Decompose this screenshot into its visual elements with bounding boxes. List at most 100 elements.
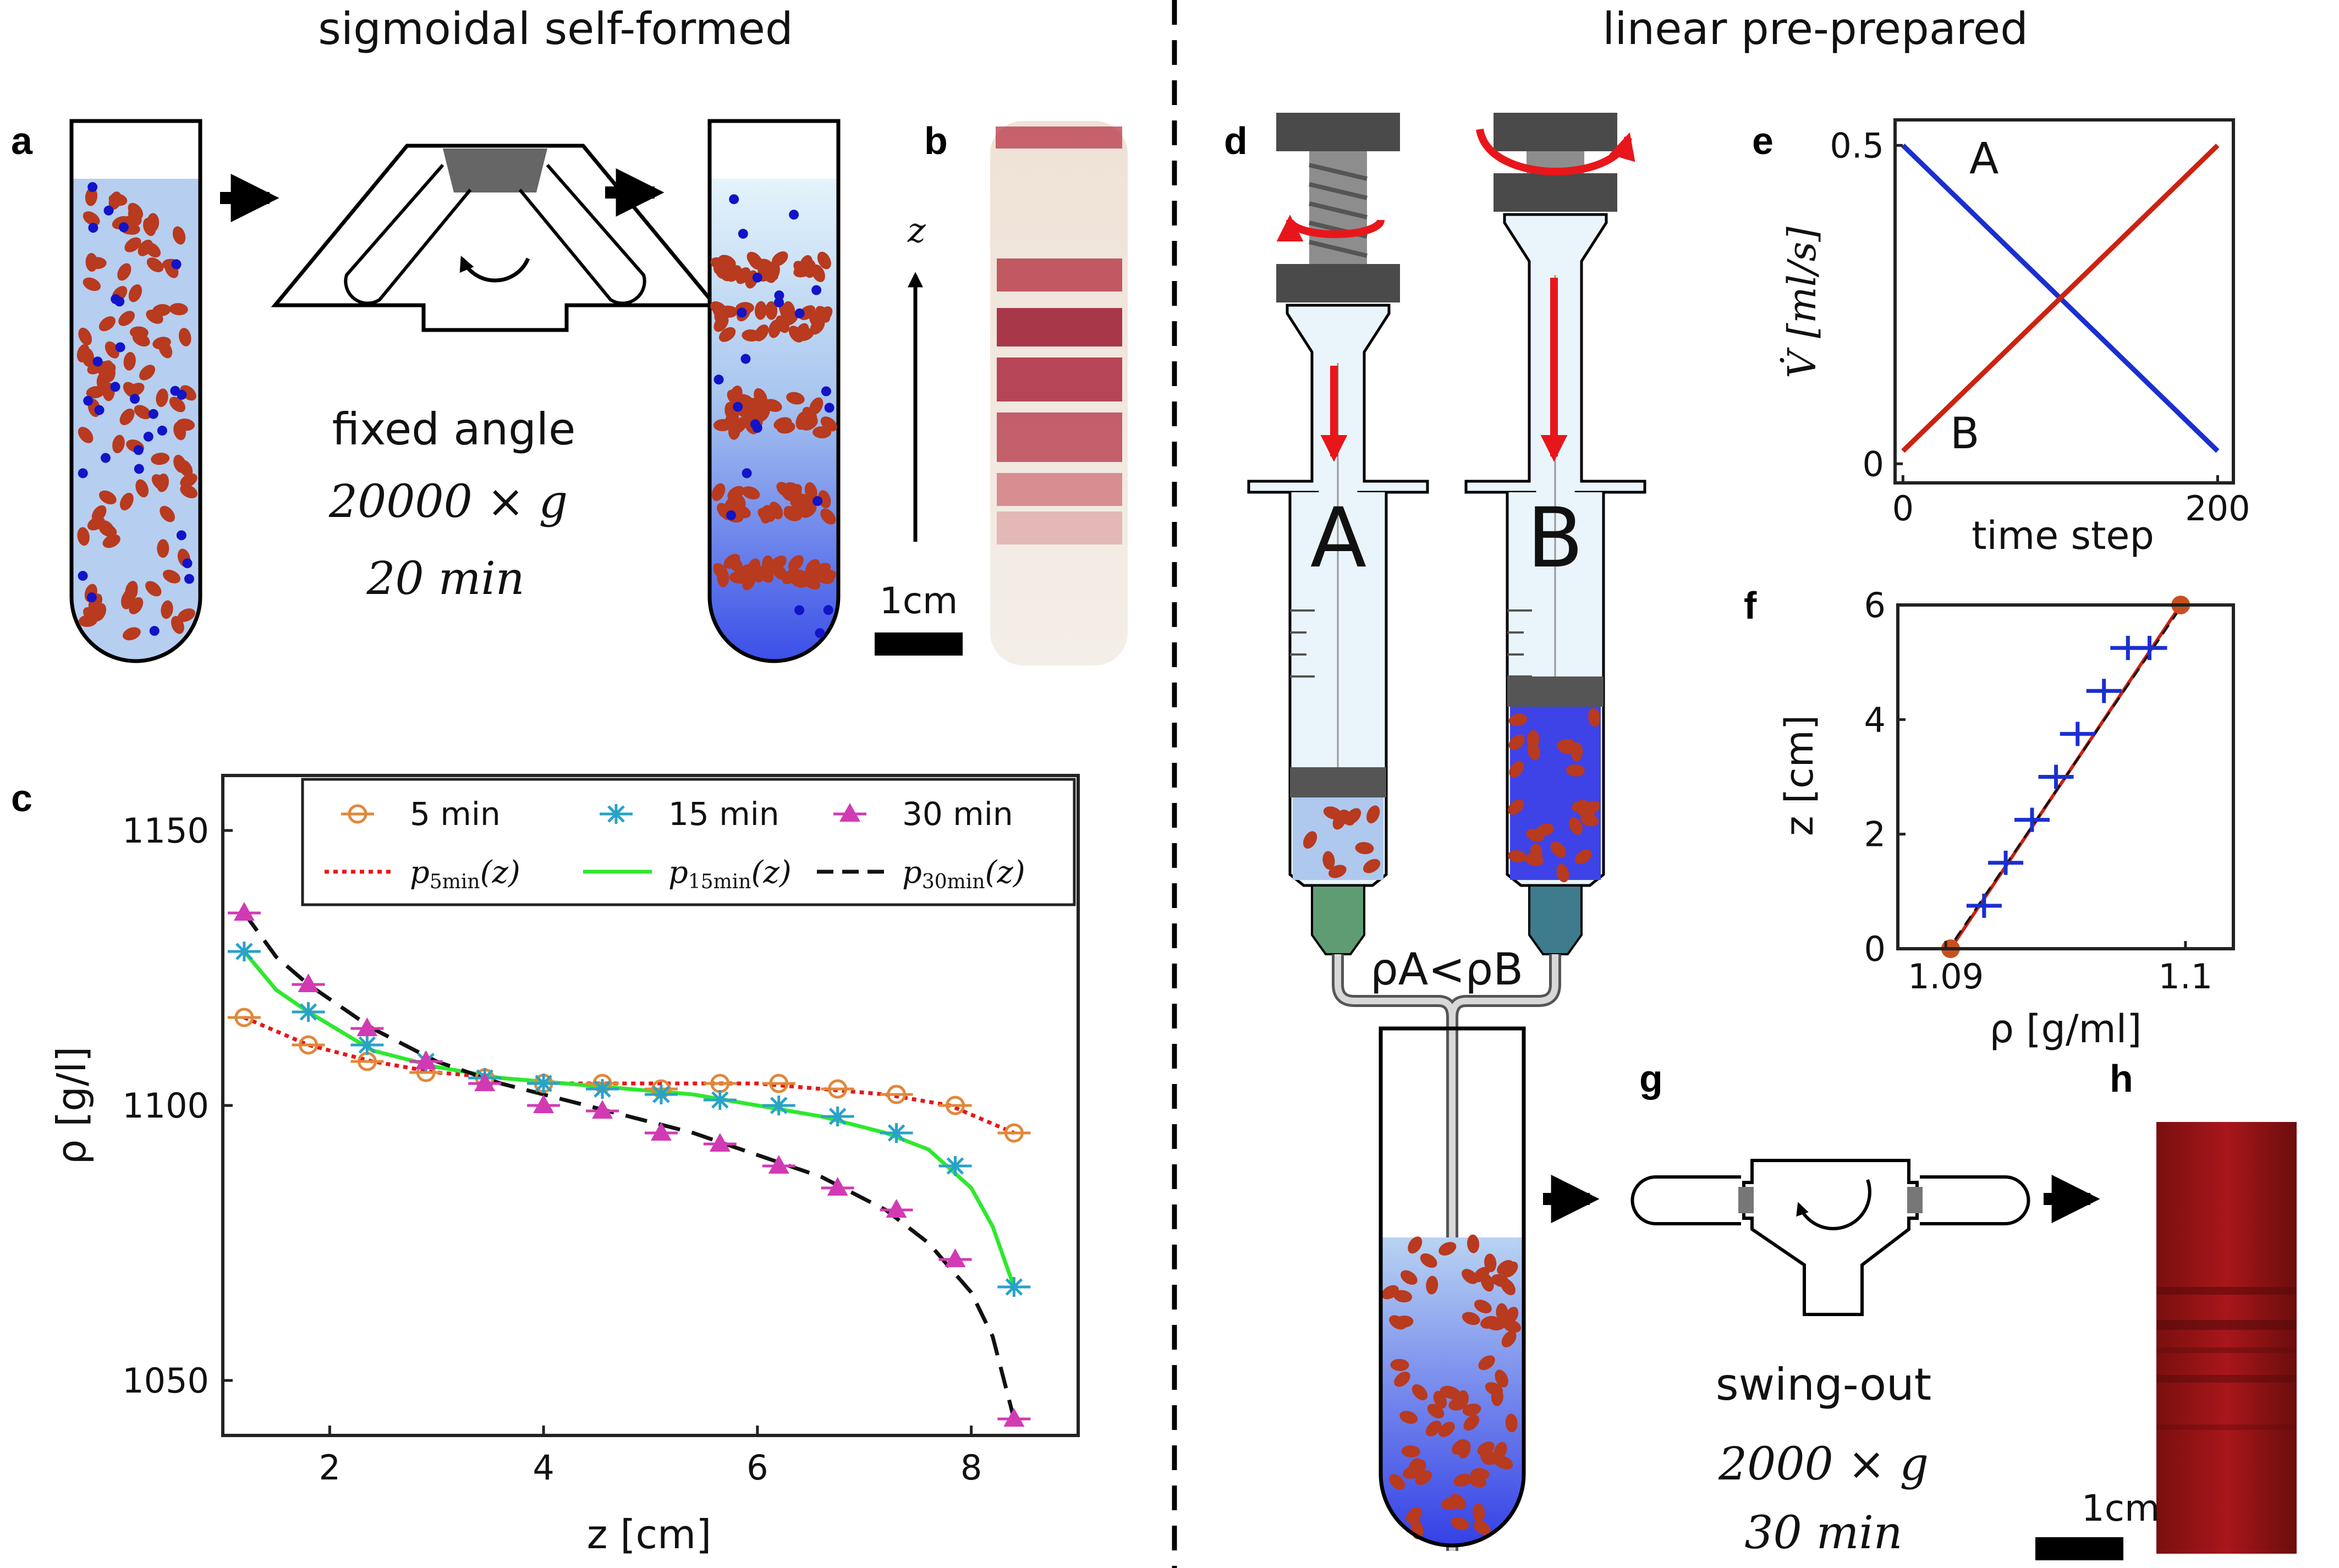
chart-c-ylabel: ρ [g/l] (48, 1047, 95, 1165)
ytick-label-e: 0 (1863, 444, 1884, 484)
rbc-cell (1501, 1330, 1517, 1347)
rbc-cell (87, 516, 105, 531)
density-particle (170, 386, 180, 396)
rbc-cell (128, 284, 142, 302)
rbc-cell (731, 268, 750, 281)
photo-h (2156, 1122, 2297, 1554)
scale-label-h: 1cm (2082, 1487, 2160, 1530)
rbc-cell (129, 326, 149, 339)
panel-label-b: b (924, 119, 948, 162)
rbc-cell (1400, 1270, 1418, 1285)
xtick-label-e: 0 (1892, 488, 1914, 529)
rbc-cell (1450, 1494, 1466, 1510)
label-time-g: 30 min (1744, 1507, 1902, 1559)
point-1-8 (710, 1090, 730, 1110)
rbc-cell (1426, 1275, 1438, 1295)
rbc-cell (1474, 1300, 1492, 1313)
label-fixed-angle: fixed angle (332, 404, 576, 455)
ytick-label-c: 1150 (122, 811, 209, 851)
rbc-cell (1473, 1520, 1491, 1535)
rbc-cell (143, 217, 156, 236)
rbc-cell (738, 564, 753, 582)
point-2-3 (415, 1050, 437, 1069)
point-0-13 (1004, 1123, 1024, 1143)
rbc-cells (76, 182, 198, 641)
point-1-2 (357, 1035, 377, 1055)
point-2-5 (533, 1094, 554, 1113)
rbc-cell (1453, 1473, 1472, 1487)
rbc-cell (1509, 761, 1524, 778)
rbc-cell (1366, 805, 1380, 823)
rbc-cell (768, 320, 782, 338)
density-particle (182, 558, 193, 569)
series-label-b: B (1950, 409, 1980, 459)
legend-5min: 5 min (410, 795, 501, 833)
density-particle (92, 356, 103, 367)
rbc-cell (1420, 1253, 1437, 1268)
rbc-cell (1393, 1290, 1413, 1303)
series-label-a: A (1969, 134, 1998, 184)
density-particle (713, 375, 724, 385)
rbc-cell (795, 328, 814, 342)
rbc-cell (1389, 1474, 1405, 1490)
rbc-cell (124, 237, 141, 252)
rbc-cell (85, 253, 98, 272)
rbc-cell (742, 329, 761, 342)
rbc-cell (98, 316, 116, 332)
xtick-label-f: 1.09 (1908, 956, 1984, 997)
rbc-cell (729, 385, 743, 404)
rbc-cell (713, 315, 729, 332)
panel-label-a: a (11, 119, 33, 162)
density-particle (821, 386, 831, 397)
header-right: linear pre-prepared (1602, 3, 2028, 54)
rbc-cell (810, 318, 825, 335)
density-particle (774, 297, 784, 307)
rbc-cell (77, 527, 90, 546)
density-particle (812, 496, 823, 507)
density-particle (176, 530, 186, 541)
legend-markers (325, 803, 886, 874)
legend-marker-1 (606, 804, 626, 824)
density-particle (789, 210, 799, 220)
rbc-cell (1508, 850, 1527, 863)
density-particle (78, 570, 88, 581)
density-particle (733, 401, 743, 412)
ytick-label-f: 6 (1864, 585, 1886, 625)
rbc-cell (83, 211, 100, 226)
rbc-cell (82, 348, 95, 367)
rbc-cell (799, 255, 813, 273)
rbc-cell (83, 277, 101, 291)
rbc-collection (1381, 1234, 1522, 1539)
density-particle (824, 403, 834, 413)
tubing (1332, 954, 1561, 1551)
rbc-cell (1394, 1371, 1410, 1387)
rbc-cell (1448, 1398, 1467, 1411)
point-1-7 (651, 1085, 671, 1104)
rbc-cell (1402, 1466, 1421, 1479)
rbc-cell (786, 392, 805, 405)
rbc-cell (120, 591, 134, 609)
rbc-cell (1438, 1422, 1455, 1437)
point-1-6 (592, 1079, 613, 1099)
rbc-cell (1497, 1260, 1514, 1275)
chart-f-plot (1941, 596, 2190, 958)
rbc-cell (1412, 1384, 1427, 1401)
legend-marker-2 (839, 803, 860, 822)
ytick-label-e: 0.5 (1830, 125, 1884, 166)
rbc-cell (172, 226, 186, 245)
point-1-5 (534, 1074, 554, 1093)
chart-f-ylabel: z [cm] (1777, 715, 1822, 836)
rbc-cell (177, 608, 195, 622)
rbc-cell (1425, 1421, 1442, 1437)
rbc-cell (795, 411, 809, 430)
rbc-cell (1525, 853, 1544, 866)
xtick-label-c: 2 (319, 1448, 341, 1488)
chart-e-ylabel: V̇ [ml/s] (1780, 226, 1825, 378)
rbc-cell (1508, 713, 1528, 727)
rbc-cell (742, 486, 760, 500)
rbc-cell (800, 503, 817, 518)
point-1-11 (886, 1123, 907, 1143)
rbc-cell (151, 453, 170, 465)
